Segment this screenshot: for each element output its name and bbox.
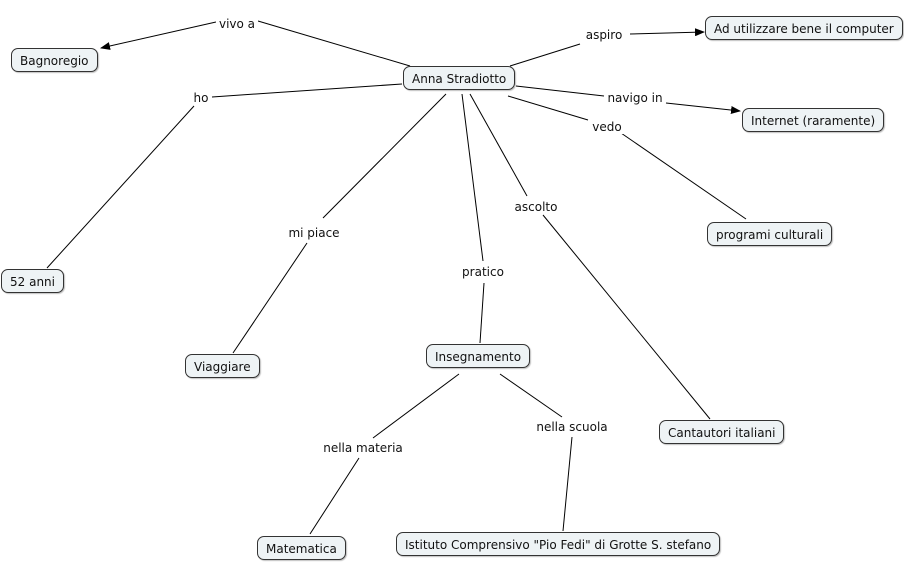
link-line-vivo-a-center (257, 20, 411, 67)
link-label-aspiro: aspiro (582, 28, 626, 42)
node-center[interactable]: Anna Stradiotto (403, 66, 516, 90)
link-line-ho-center (211, 83, 403, 98)
link-line-ho-target (46, 105, 195, 269)
link-line-ascolto-target (542, 214, 711, 420)
link-line-scuola-target (562, 436, 573, 532)
link-line-vedo-center (507, 95, 589, 121)
link-line-navigo-center (515, 85, 605, 97)
link-line-aspiro-center (509, 43, 581, 67)
node-insegnamento[interactable]: Insegnamento (426, 344, 531, 368)
node-istituto[interactable]: Istituto Comprensivo "Pio Fedi" di Grott… (396, 532, 721, 556)
node-bagnoregio[interactable]: Bagnoregio (11, 48, 98, 72)
link-label-nella-materia: nella materia (320, 441, 406, 455)
node-internet[interactable]: Internet (raramente) (742, 108, 885, 132)
node-computer[interactable]: Ad utilizzare bene il computer (705, 16, 903, 40)
link-line-ascolto-center (469, 93, 528, 197)
link-line-scuola-src (499, 373, 563, 418)
node-eta[interactable]: 52 anni (1, 269, 64, 293)
node-programmi[interactable]: programi culturali (707, 222, 833, 246)
link-label-nella-scuola: nella scuola (533, 420, 611, 434)
link-line-materia-target (309, 457, 360, 535)
node-matematica[interactable]: Matematica (257, 536, 346, 560)
link-line-aspiro-target (629, 28, 705, 37)
link-line-mipiace-center (322, 93, 447, 219)
link-label-vivo-a: vivo a (215, 17, 259, 31)
link-label-ascolto: ascolto (511, 200, 561, 214)
link-label-pratico: pratico (459, 265, 507, 279)
node-cantautori[interactable]: Cantautori italiani (659, 420, 785, 444)
link-label-navigo-in: navigo in (604, 91, 666, 105)
link-line-pratico-target (479, 282, 485, 344)
link-line-vedo-target (620, 132, 747, 220)
link-line-navigo-target (665, 102, 741, 115)
link-line-mipiace-target (232, 242, 308, 354)
link-label-mi-piace: mi piace (285, 226, 343, 240)
link-label-ho: ho (190, 91, 212, 105)
link-label-vedo: vedo (589, 120, 625, 134)
link-line-vivo-a-target (100, 21, 217, 50)
node-viaggiare[interactable]: Viaggiare (185, 354, 260, 378)
link-line-materia-src (372, 373, 460, 439)
link-line-pratico-center (461, 93, 484, 262)
